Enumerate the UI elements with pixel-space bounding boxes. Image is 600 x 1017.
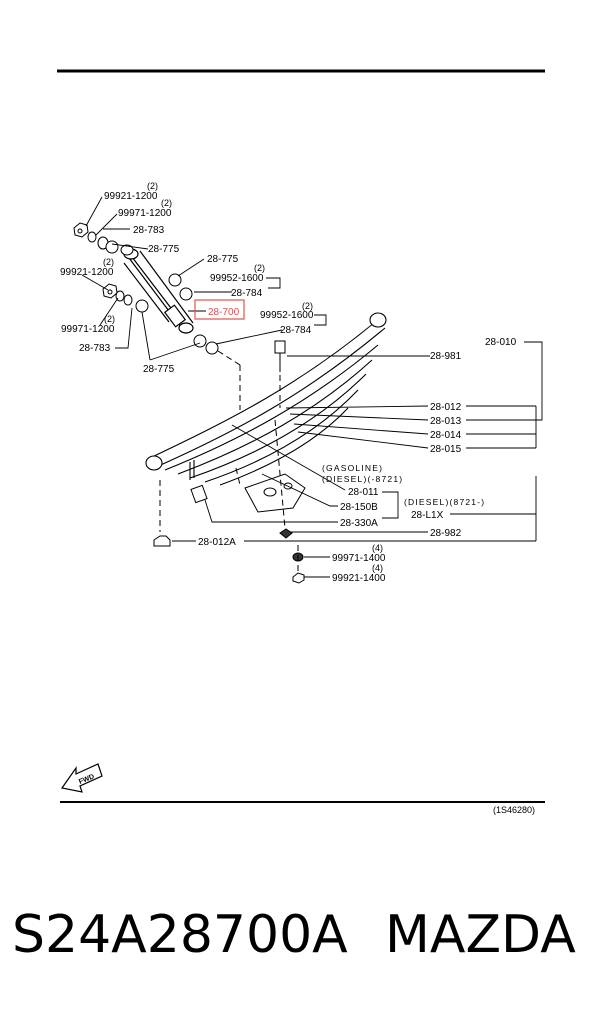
center-bolt <box>274 340 286 372</box>
bumper-block <box>190 484 208 504</box>
part-label: 28-L1X <box>411 510 444 521</box>
shock-absorber <box>123 248 194 334</box>
lower-bushings <box>193 334 219 355</box>
part-label: 99921-1200 <box>60 267 114 278</box>
part-label: 99921-1200 <box>104 191 158 202</box>
part-label: 99971-1400 <box>332 553 386 564</box>
qty-label: (2) <box>161 198 172 208</box>
qty-label: (2) <box>147 181 158 191</box>
highlight-box <box>194 299 245 320</box>
note-label: (GASOLINE) <box>322 463 383 473</box>
part-label: 28-010 <box>485 337 517 348</box>
part-label: 28-011 <box>348 487 379 498</box>
qty-label: (4) <box>372 563 383 573</box>
part-label: 28-012 <box>430 402 462 413</box>
part-label: 28-700 <box>208 307 240 318</box>
qty-label: (2) <box>302 301 313 311</box>
part-label: 28-784 <box>280 325 312 336</box>
part-label: 28-150B <box>340 502 378 513</box>
part-label: 99971-1200 <box>118 208 172 219</box>
note-label: (DIESEL)(8721-) <box>404 497 485 507</box>
part-label: 28-783 <box>79 343 111 354</box>
part-label: 28-014 <box>430 430 462 441</box>
leader-lines <box>81 196 543 578</box>
upper-bushing-stack <box>73 222 134 256</box>
part-label: 28-012A <box>198 537 236 548</box>
part-label: 28-982 <box>430 528 462 539</box>
part-label: 99971-1200 <box>61 324 115 335</box>
leaf-spring <box>145 312 387 486</box>
part-label: 99921-1400 <box>332 573 386 584</box>
qty-label: (2) <box>254 263 265 273</box>
part-label: 28-775 <box>207 254 239 265</box>
part-label: 28-015 <box>430 444 462 455</box>
brand-name: MAZDA <box>385 905 576 965</box>
part-label: 28-330A <box>340 518 378 529</box>
qty-label: (2) <box>104 314 115 324</box>
qty-label: (2) <box>103 257 114 267</box>
part-label: 99952-1600 <box>210 273 264 284</box>
upper-right-bushings <box>168 273 193 301</box>
stopper-and-nuts <box>153 528 305 584</box>
qty-label: (4) <box>372 543 383 553</box>
parts-diagram: (2) 99921-1200 (2) 99971-1200 28-783 28-… <box>57 69 545 815</box>
part-number: S24A28700A <box>12 905 348 965</box>
part-label: 28-783 <box>133 225 165 236</box>
part-label: 28-775 <box>143 364 175 375</box>
part-label: 99952-1600 <box>260 310 314 321</box>
lower-left-bushing-stack <box>102 283 149 313</box>
part-label: 28-981 <box>430 351 462 362</box>
part-label: 28-784 <box>231 288 263 299</box>
part-label: 28-013 <box>430 416 462 427</box>
diagram-code: (1S46280) <box>493 805 535 815</box>
caption: S24A28700A MAZDA <box>0 895 600 995</box>
part-label: 28-775 <box>148 244 180 255</box>
guide-dashes <box>159 350 299 572</box>
fwd-arrow-icon: FWD <box>60 763 103 793</box>
note-label: (DIESEL)(-8721) <box>322 474 403 484</box>
